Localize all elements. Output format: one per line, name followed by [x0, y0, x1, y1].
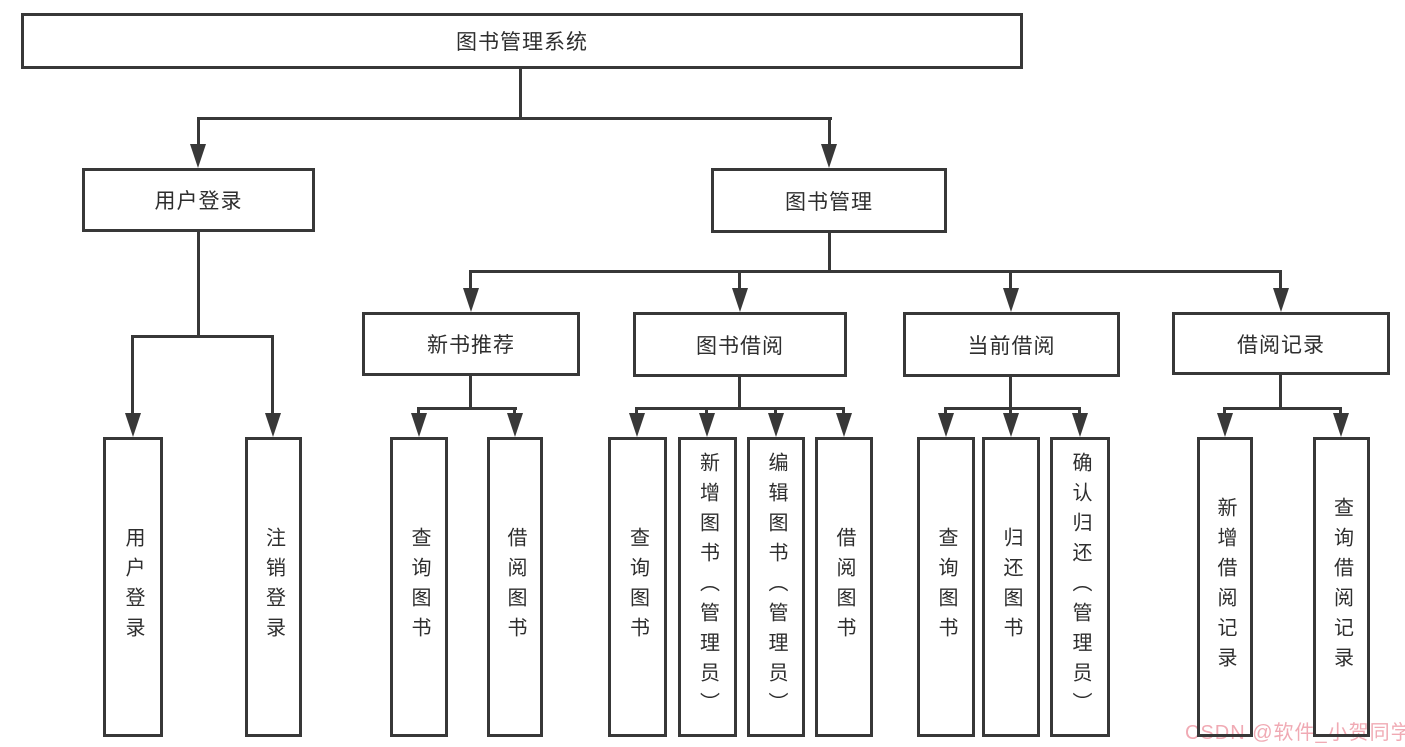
leaf-confirm-return-admin: 确认归还（管理员）	[1050, 437, 1110, 737]
connector-line	[635, 407, 638, 416]
node-new-book-recommend: 新书推荐	[362, 312, 580, 376]
node-borrow-records: 借阅记录	[1172, 312, 1390, 375]
connector-line	[197, 117, 832, 120]
leaf-label: 查询借阅记录	[1330, 497, 1353, 677]
connector-line	[1223, 407, 1226, 416]
leaf-query-books-current: 查询图书	[917, 437, 975, 737]
leaf-label: 新增借阅记录	[1214, 497, 1236, 677]
connector-line	[417, 407, 420, 416]
connector-line	[738, 377, 741, 407]
arrowhead-down-icon	[732, 288, 748, 312]
arrowhead-down-icon	[190, 144, 206, 168]
leaf-return-books: 归还图书	[982, 437, 1040, 737]
connector-line	[1078, 407, 1081, 416]
connector-line	[519, 69, 522, 118]
arrowhead-down-icon	[821, 144, 837, 168]
leaf-label: 查询图书	[626, 527, 649, 647]
arrowhead-down-icon	[938, 413, 954, 437]
arrowhead-down-icon	[1003, 413, 1019, 437]
leaf-label: 用户登录	[122, 527, 144, 647]
leaf-add-borrow-record: 新增借阅记录	[1197, 437, 1253, 737]
connector-line	[513, 407, 516, 416]
connector-line	[944, 407, 1081, 410]
leaf-query-books-borrow: 查询图书	[608, 437, 667, 737]
leaf-add-books-admin: 新增图书（管理员）	[678, 437, 737, 737]
leaf-label: 归还图书	[1000, 527, 1022, 647]
arrowhead-down-icon	[411, 413, 427, 437]
leaf-label: 查询图书	[408, 527, 430, 647]
connector-line	[828, 117, 831, 147]
arrowhead-down-icon	[1003, 288, 1019, 312]
connector-line	[705, 407, 708, 416]
node-current-borrow: 当前借阅	[903, 312, 1120, 377]
arrowhead-down-icon	[265, 413, 281, 437]
node-user-login: 用户登录	[82, 168, 315, 232]
connector-line	[1009, 377, 1012, 407]
node-root-system: 图书管理系统	[21, 13, 1023, 69]
arrowhead-down-icon	[1273, 288, 1289, 312]
connector-line	[944, 407, 947, 416]
leaf-query-borrow-record: 查询借阅记录	[1313, 437, 1370, 737]
leaf-edit-books-admin: 编辑图书（管理员）	[747, 437, 805, 737]
arrowhead-down-icon	[836, 413, 852, 437]
connector-line	[738, 270, 741, 290]
leaf-borrow-books-recommend: 借阅图书	[487, 437, 543, 737]
leaf-logout: 注销登录	[245, 437, 302, 737]
arrowhead-down-icon	[768, 413, 784, 437]
connector-line	[197, 117, 200, 147]
leaf-label: 确认归还（管理员）	[1069, 452, 1091, 722]
arrowhead-down-icon	[507, 413, 523, 437]
leaf-label: 注销登录	[262, 527, 285, 647]
connector-line	[774, 407, 777, 416]
connector-line	[635, 407, 845, 410]
node-book-management: 图书管理	[711, 168, 947, 233]
connector-line	[197, 232, 200, 335]
leaf-user-login: 用户登录	[103, 437, 163, 737]
leaf-label: 查询图书	[935, 527, 957, 647]
arrowhead-down-icon	[1072, 413, 1088, 437]
leaf-label: 新增图书（管理员）	[696, 452, 719, 722]
connector-line	[1009, 270, 1012, 290]
arrowhead-down-icon	[463, 288, 479, 312]
arrowhead-down-icon	[1333, 413, 1349, 437]
csdn-watermark: CSDN @软件_小贺同学	[1185, 722, 1405, 744]
connector-line	[131, 335, 274, 338]
connector-line	[1279, 375, 1282, 407]
connector-line	[271, 335, 274, 415]
connector-line	[828, 233, 831, 270]
connector-line	[469, 270, 472, 290]
leaf-query-books-recommend: 查询图书	[390, 437, 448, 737]
connector-line	[1009, 407, 1012, 416]
leaf-label: 编辑图书（管理员）	[765, 452, 787, 722]
connector-line	[1279, 270, 1282, 290]
arrowhead-down-icon	[629, 413, 645, 437]
connector-line	[1223, 407, 1342, 410]
connector-line	[131, 335, 134, 415]
leaf-label: 借阅图书	[504, 527, 526, 647]
connector-line	[842, 407, 845, 416]
arrowhead-down-icon	[125, 413, 141, 437]
leaf-borrow-books: 借阅图书	[815, 437, 873, 737]
connector-line	[417, 407, 517, 410]
connector-line	[1339, 407, 1342, 416]
arrowhead-down-icon	[699, 413, 715, 437]
leaf-label: 借阅图书	[833, 527, 855, 647]
connector-line	[469, 270, 1282, 273]
connector-line	[469, 376, 472, 408]
arrowhead-down-icon	[1217, 413, 1233, 437]
node-book-borrow: 图书借阅	[633, 312, 847, 377]
